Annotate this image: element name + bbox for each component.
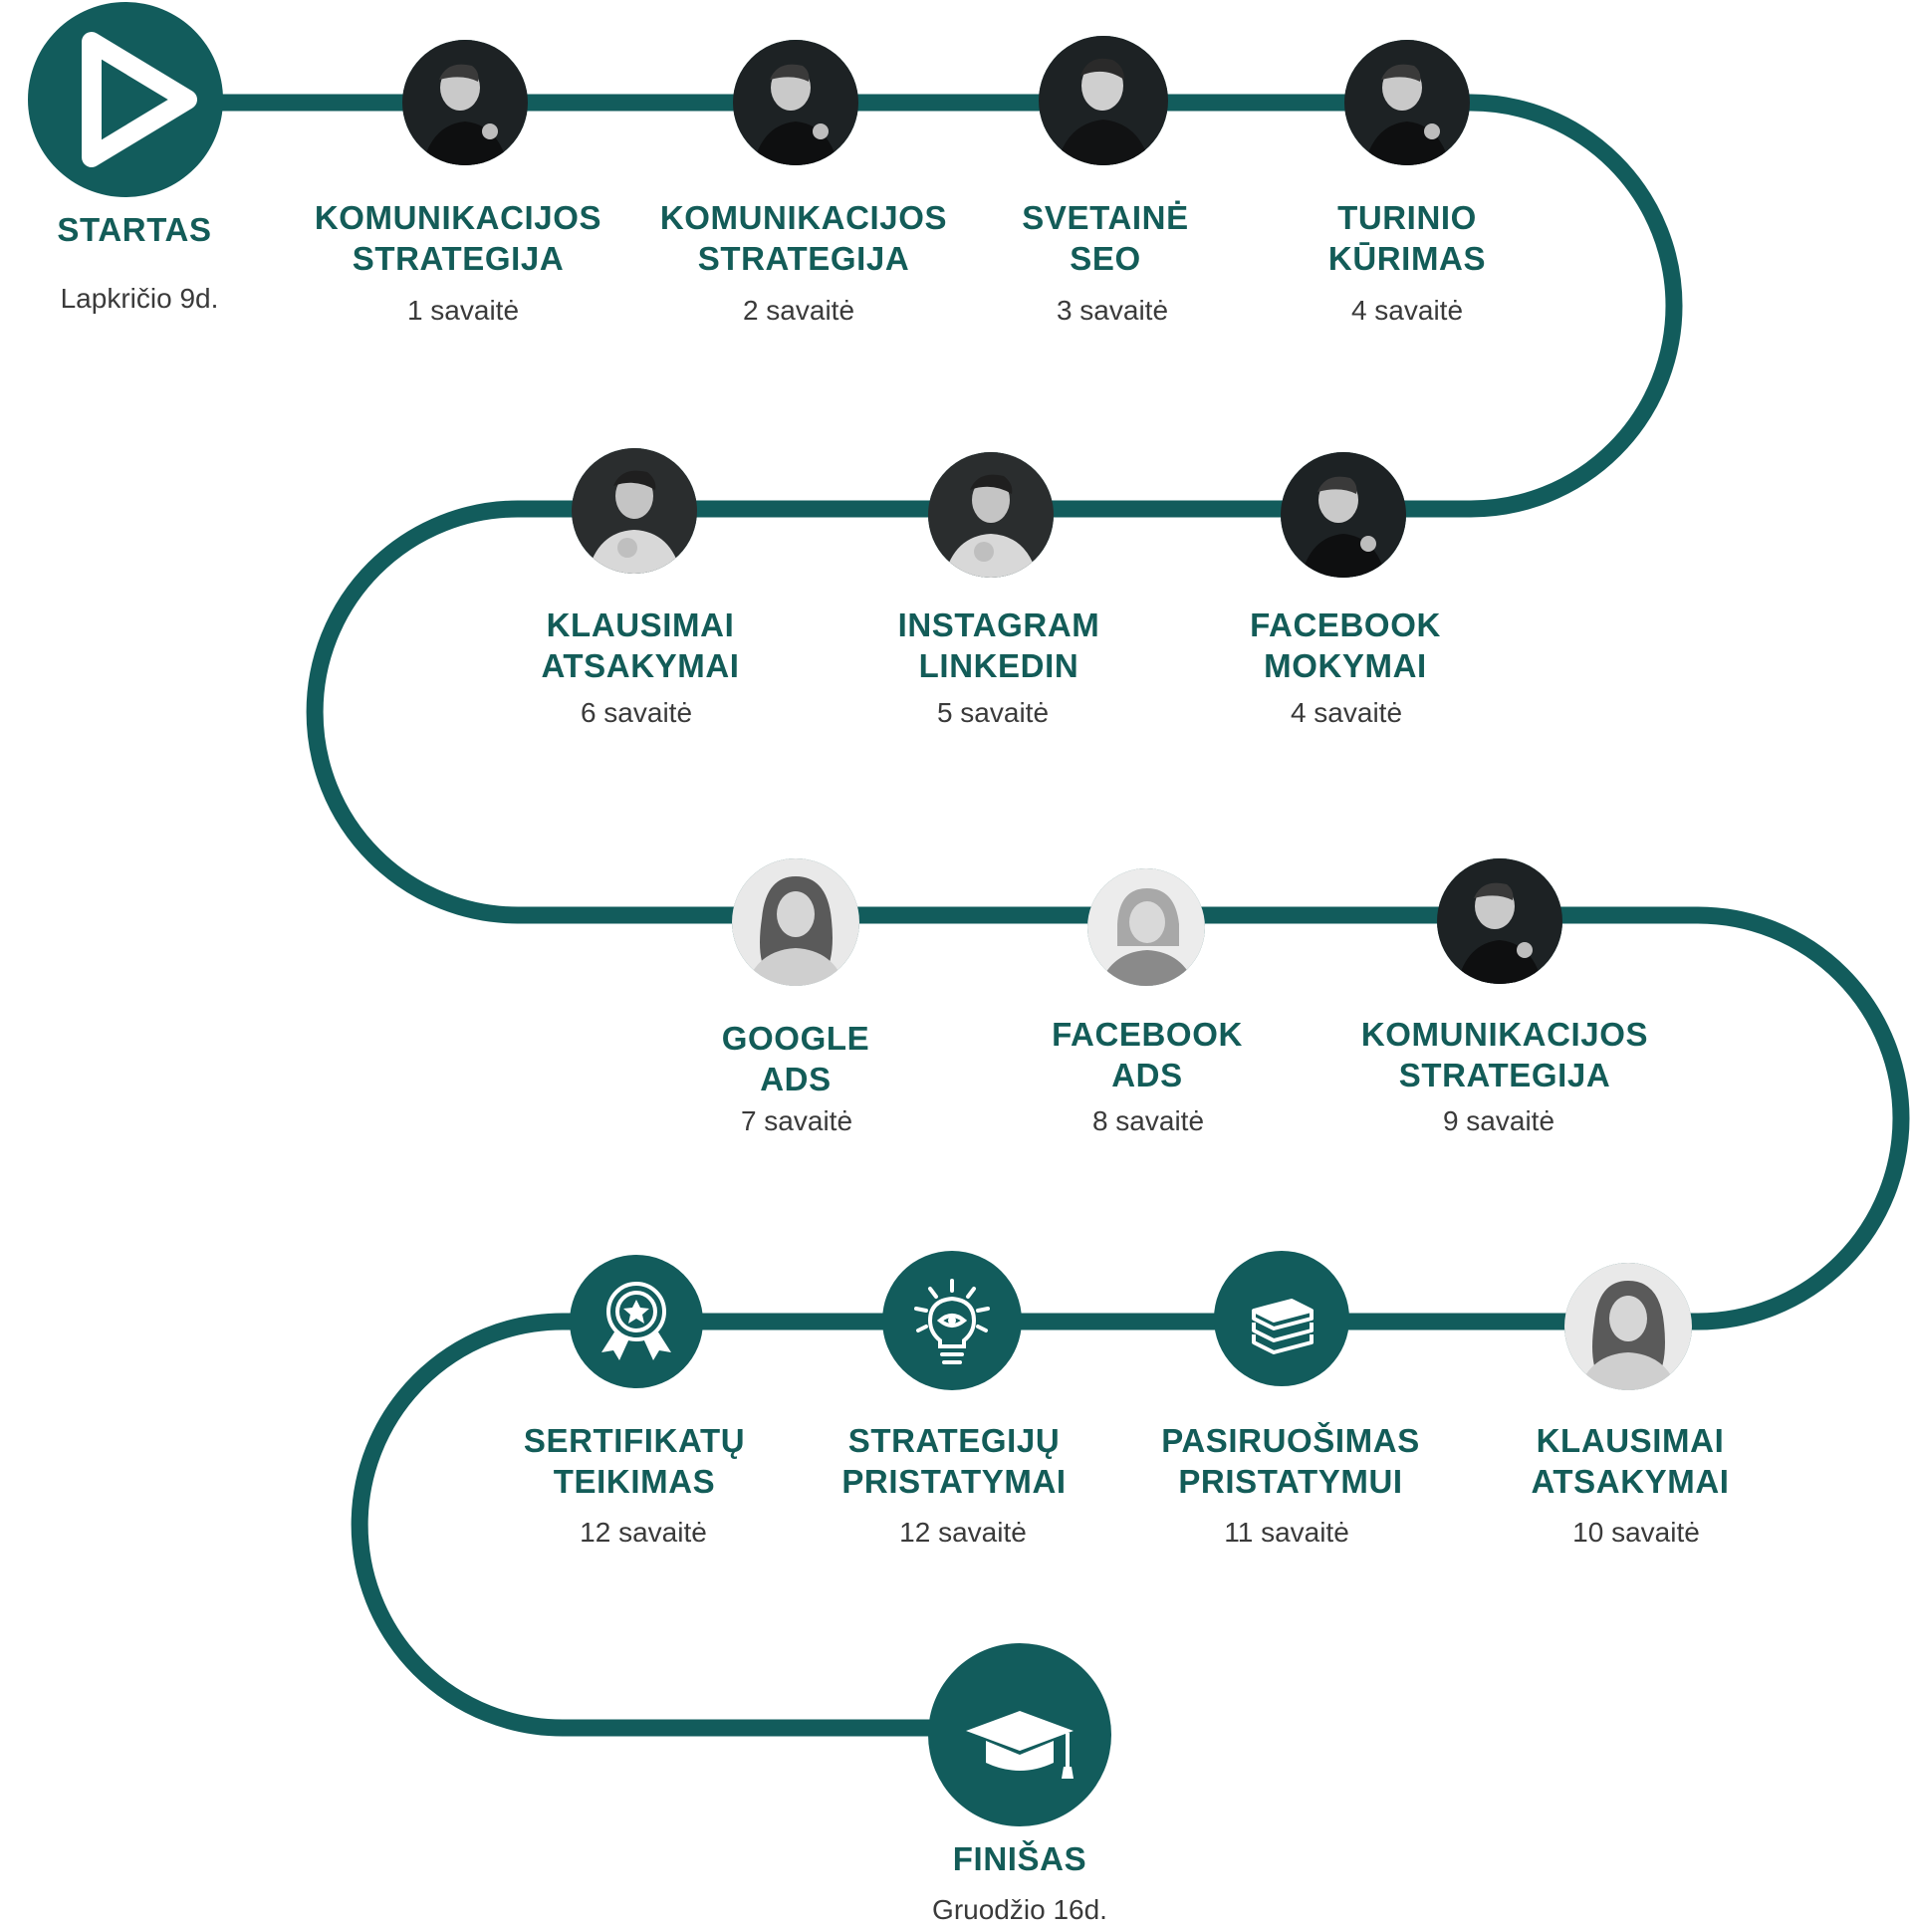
step-start-title: STARTAS <box>0 209 314 250</box>
step-9-portrait <box>1087 868 1205 986</box>
step-title-line: KLAUSIMAI <box>546 606 735 643</box>
step-title-line: KOMUNIKACIJOS <box>314 199 602 236</box>
step-8-portrait <box>732 858 859 986</box>
step-14-award-badge-icon <box>570 1255 703 1388</box>
step-title-line: PASIRUOŠIMAS <box>1161 1422 1420 1459</box>
step-4-week: 4 savaitė <box>1350 295 1464 326</box>
step-2-week: 2 savaitė <box>742 295 855 326</box>
step-7-portrait <box>572 448 697 574</box>
step-13-title: STRATEGIJŲ PRISTATYMAI <box>775 1420 1133 1502</box>
step-title-line: STRATEGIJA <box>352 240 565 277</box>
step-title-line: ADS <box>760 1061 832 1097</box>
step-title-line: INSTAGRAM <box>897 606 1100 643</box>
step-title-line: PRISTATYMUI <box>1178 1463 1403 1500</box>
step-title-line: ATSAKYMAI <box>541 647 740 684</box>
step-1-portrait <box>402 40 528 165</box>
step-9-title: FACEBOOK ADS <box>968 1014 1326 1095</box>
step-finish-graduation-cap-icon[interactable] <box>928 1643 1111 1826</box>
step-2-portrait <box>733 40 858 165</box>
step-5-week: 4 savaitė <box>1290 697 1403 728</box>
step-finish-date: Gruodžio 16d. <box>932 1894 1107 1925</box>
step-10-title: KOMUNIKACIJOS STRATEGIJA <box>1325 1014 1684 1095</box>
step-title-line: STRATEGIJA <box>1398 1057 1611 1093</box>
step-start-play-icon[interactable] <box>28 2 223 197</box>
step-title-line: SVETAINĖ <box>1022 199 1189 236</box>
step-12-title: PASIRUOŠIMAS PRISTATYMUI <box>1111 1420 1470 1502</box>
step-8-title: GOOGLE ADS <box>616 1018 975 1099</box>
step-title-line: TEIKIMAS <box>553 1463 716 1500</box>
step-title-line: KLAUSIMAI <box>1536 1422 1725 1459</box>
step-title-line: TURINIO <box>1337 199 1477 236</box>
step-title-line: STARTAS <box>57 211 212 248</box>
step-14-week: 12 savaitė <box>580 1517 707 1548</box>
step-title-line: GOOGLE <box>721 1020 870 1057</box>
step-6-title: INSTAGRAM LINKEDIN <box>820 604 1178 686</box>
step-title-line: STRATEGIJA <box>697 240 910 277</box>
step-5-portrait <box>1281 452 1406 578</box>
step-finish-title: FINIŠAS <box>840 1838 1199 1879</box>
step-title-line: KŪRIMAS <box>1327 240 1487 277</box>
step-13-lightbulb-icon <box>882 1251 1022 1390</box>
step-title-line: SEO <box>1070 240 1141 277</box>
step-1-title: KOMUNIKACIJOS STRATEGIJA <box>279 197 637 279</box>
step-7-title: KLAUSIMAI ATSAKYMAI <box>461 604 820 686</box>
step-title-line: SERTIFIKATŲ <box>523 1422 746 1459</box>
step-1-week: 1 savaitė <box>406 295 520 326</box>
step-title-line: FACEBOOK <box>1052 1016 1243 1053</box>
step-9-week: 8 savaitė <box>1091 1105 1205 1136</box>
step-title-line: MOKYMAI <box>1264 647 1427 684</box>
step-title-line: ATSAKYMAI <box>1531 1463 1730 1500</box>
step-11-portrait <box>1564 1263 1692 1390</box>
step-6-portrait <box>928 452 1054 578</box>
step-6-week: 5 savaitė <box>936 697 1050 728</box>
step-start-date: Lapkričio 9d. <box>60 283 219 314</box>
step-title-line: FACEBOOK <box>1250 606 1441 643</box>
step-4-title: TURINIO KŪRIMAS <box>1228 197 1586 279</box>
step-7-week: 6 savaitė <box>580 697 693 728</box>
step-5-title: FACEBOOK MOKYMAI <box>1166 604 1525 686</box>
step-4-portrait <box>1344 40 1470 165</box>
step-title-line: ADS <box>1111 1057 1183 1093</box>
step-title-line: STRATEGIJŲ <box>847 1422 1061 1459</box>
step-3-title: SVETAINĖ SEO <box>926 197 1285 279</box>
step-title-line: FINIŠAS <box>952 1840 1087 1877</box>
step-title-line: KOMUNIKACIJOS <box>1360 1016 1649 1053</box>
step-3-portrait <box>1039 36 1168 165</box>
step-11-title: KLAUSIMAI ATSAKYMAI <box>1451 1420 1809 1502</box>
step-13-week: 12 savaitė <box>899 1517 1027 1548</box>
step-2-title: KOMUNIKACIJOS STRATEGIJA <box>624 197 983 279</box>
step-14-title: SERTIFIKATŲ TEIKIMAS <box>455 1420 814 1502</box>
step-3-week: 3 savaitė <box>1056 295 1169 326</box>
step-8-week: 7 savaitė <box>740 1105 853 1136</box>
step-title-line: PRISTATYMAI <box>841 1463 1067 1500</box>
step-11-week: 10 savaitė <box>1572 1517 1700 1548</box>
step-12-week: 11 savaitė <box>1224 1517 1349 1548</box>
step-10-week: 9 savaitė <box>1442 1105 1555 1136</box>
step-title-line: KOMUNIKACIJOS <box>659 199 948 236</box>
step-10-portrait <box>1437 858 1562 984</box>
step-12-books-icon <box>1214 1251 1349 1386</box>
step-title-line: LINKEDIN <box>918 647 1079 684</box>
